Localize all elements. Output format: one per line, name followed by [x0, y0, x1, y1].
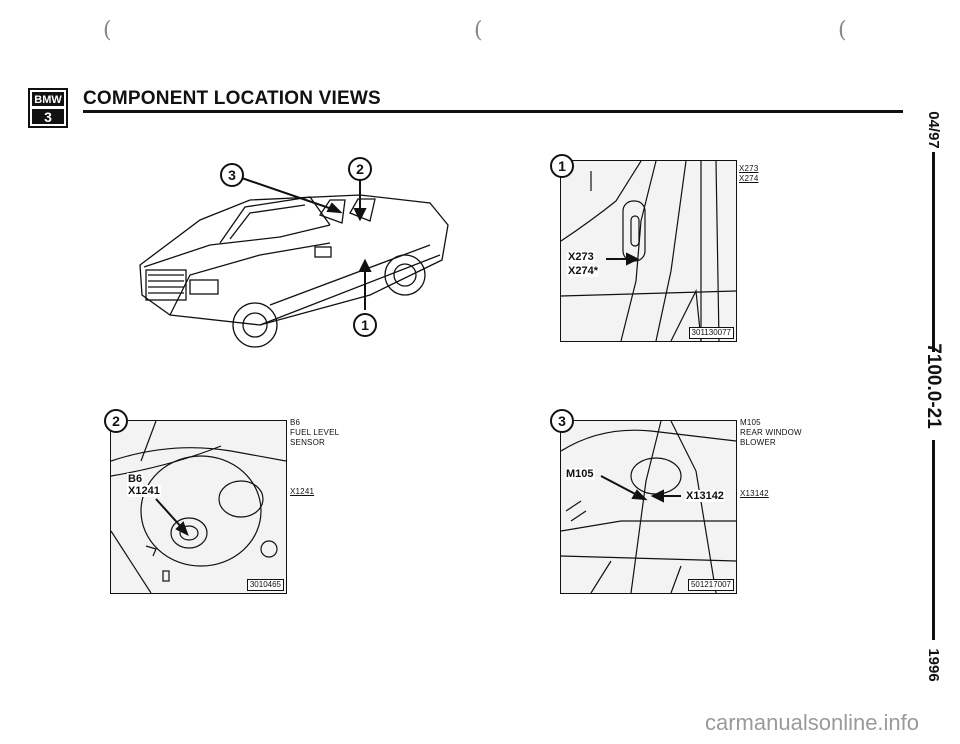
connector-label-x274: X274 [739, 174, 759, 183]
photo-label-m105: M105 [565, 468, 595, 480]
photo-label-x274: X274* [567, 265, 599, 277]
connector-label-x273: X273 [739, 164, 759, 173]
connector-label-x13142: X13142 [740, 489, 769, 498]
callout-2: 2 [104, 409, 128, 433]
component-description: SENSOR [290, 438, 325, 447]
watermark: carmanualsonline.info [705, 710, 920, 735]
photo-label-b6: B6 [127, 473, 144, 485]
photo-label-x13142: X13142 [685, 490, 725, 502]
component-label-b6: B6 [290, 418, 301, 427]
figure-2-photo: B6 X1241 3010465 [110, 420, 287, 594]
scan-artifact: ( [474, 18, 483, 43]
divider-line [932, 440, 935, 640]
figure-number: 501217007 [687, 579, 734, 591]
callout-2: 2 [348, 157, 372, 181]
component-description: BLOWER [740, 438, 776, 447]
component-description: FUEL LEVEL [290, 428, 340, 437]
page-number: 7100.0-21 [923, 343, 944, 429]
connector-label-x1241: X1241 [290, 487, 315, 496]
scan-artifact: ( [838, 18, 847, 43]
callout-3: 3 [220, 163, 244, 187]
model-year: 1996 [925, 648, 942, 682]
callout-1: 1 [550, 154, 574, 178]
photo-label-x1241: X1241 [127, 485, 161, 497]
figure-1-photo: X273 X274* 301130077 [560, 160, 737, 342]
figure-3-photo: M105 X13142 501217007 [560, 420, 737, 594]
header-rule [83, 110, 903, 113]
scan-artifact: ( [103, 18, 112, 43]
figure-number: 3010465 [246, 579, 284, 591]
bmw-3-series-logo: BMW 3 [28, 88, 68, 128]
divider-line [932, 152, 935, 352]
photo-label-x273: X273 [567, 251, 595, 263]
svg-text:3: 3 [44, 109, 52, 125]
page-title: COMPONENT LOCATION VIEWS [83, 88, 381, 109]
revision-date: 04/97 [925, 111, 942, 149]
callout-3: 3 [550, 409, 574, 433]
callout-1: 1 [353, 313, 377, 337]
component-description: REAR WINDOW [740, 428, 802, 437]
car-overview-illustration: 3 2 1 [130, 155, 460, 355]
component-label-m105: M105 [740, 418, 761, 427]
svg-text:BMW: BMW [34, 94, 62, 106]
figure-number: 301130077 [688, 327, 734, 339]
